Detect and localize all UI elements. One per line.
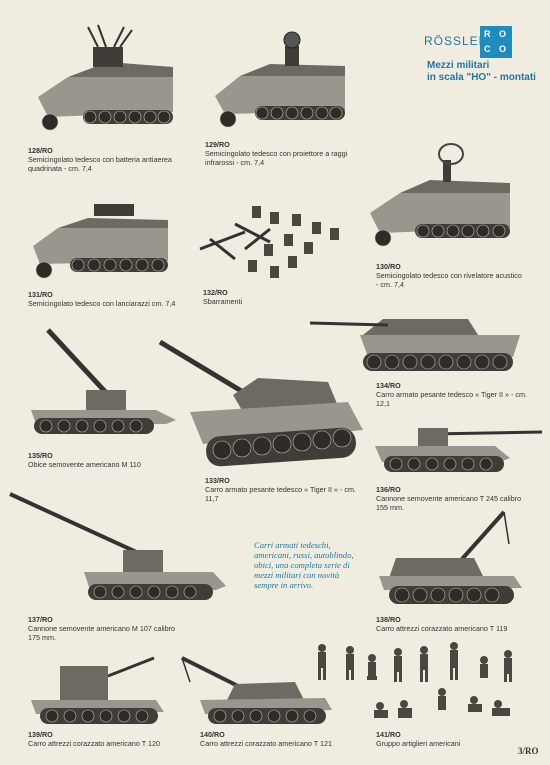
item-129: 129/RO Semicingolato tedesco con proiett… [205,140,365,167]
m107-image [9,492,226,600]
item-code: 141/RO [376,730,401,739]
item-code: 132/RO [203,288,228,297]
item-code: 137/RO [28,615,53,624]
item-code: 131/RO [28,290,53,299]
item-139: 139/RO Carro attrezzi corazzato american… [28,730,178,748]
item-code: 138/RO [376,615,401,624]
item-132: 132/RO Sbarramenti [203,288,303,306]
item-138: 138/RO Carro attrezzi corazzato american… [376,615,526,633]
item-133: 133/RO Carro armato pesante tedesco « Ti… [205,476,365,503]
m110-image [31,328,176,434]
item-131: 131/RO Semicingolato tedesco con lanciar… [28,290,178,308]
item-code: 133/RO [205,476,230,485]
item-code: 139/RO [28,730,53,739]
halftrack-aa-image [38,24,173,131]
item-desc: Semicingolato tedesco con rivelatore acu… [376,271,522,289]
heading-line-2: in scala "HO" - montati [427,72,536,83]
promo-text: Carri armati tedeschi, americani, russi,… [254,540,354,590]
t120-image [31,656,164,724]
item-desc: Sbarramenti [203,297,243,306]
t119-image [379,510,522,604]
halftrack-acoustic-image [370,143,510,247]
item-desc: Obice semovente americano M 110 [28,460,141,469]
catalog-heading: Mezzi militari in scala "HO" - montati [427,60,536,84]
item-137: 137/RO Cannone semovente americano M 107… [28,615,178,642]
item-desc: Cannone semovente americano T 245 calibr… [376,494,522,512]
roco-logo: R O C O [480,26,512,58]
item-desc: Carro armato pesante tedesco « Tiger II … [376,390,528,408]
t245-image [375,428,543,472]
item-desc: Carro attrezzi corazzato americano T 121 [200,739,332,748]
halftrack-ir-image [215,31,345,128]
item-desc: Carro attrezzi corazzato americano T 120 [28,739,160,748]
item-140: 140/RO Carro attrezzi corazzato american… [200,730,360,748]
page-number: 3/RO [518,746,539,756]
item-134: 134/RO Carro armato pesante tedesco « Ti… [376,381,531,408]
item-desc: Carro attrezzi corazzato americano T 119 [376,624,508,633]
item-code: 135/RO [28,451,53,460]
item-desc: Semicingolato tedesco con lanciarazzi cm… [28,299,176,308]
logo-letter: O [499,29,507,39]
item-code: 130/RO [376,262,401,271]
item-135: 135/RO Obice semovente americano M 110 [28,451,178,469]
tiger-ii-133-image [158,339,363,467]
item-code: 140/RO [200,730,225,739]
item-130: 130/RO Semicingolato tedesco con rivelat… [376,262,526,289]
item-desc: Gruppo artiglieri americani [376,739,461,748]
t121-image [181,656,332,724]
artillerymen-figures-image [318,642,512,718]
logo-letter: R [484,29,491,39]
barriers-image [199,206,339,278]
heading-line-1: Mezzi militari [427,60,490,71]
item-code: 136/RO [376,485,401,494]
item-code: 134/RO [376,381,401,390]
item-136: 136/RO Cannone semovente americano T 245… [376,485,526,512]
tiger-ii-134-image [309,319,520,371]
item-desc: Carro armato pesante tedesco « Tiger II … [205,485,357,503]
item-desc: Semicingolato tedesco con proiettore a r… [205,149,348,167]
item-code: 128/RO [28,146,53,155]
logo-letter: O [499,44,507,54]
item-141: 141/RO Gruppo artiglieri americani [376,730,516,748]
item-code: 129/RO [205,140,230,149]
item-128: 128/RO Semicingolato tedesco con batteri… [28,146,178,173]
item-desc: Cannone semovente americano M 107 calibr… [28,624,176,642]
item-desc: Semicingolato tedesco con batteria antia… [28,155,172,173]
brand-name: RÖSSLER [424,34,489,48]
halftrack-rocket-image [33,204,168,279]
logo-letter: C [484,44,491,54]
